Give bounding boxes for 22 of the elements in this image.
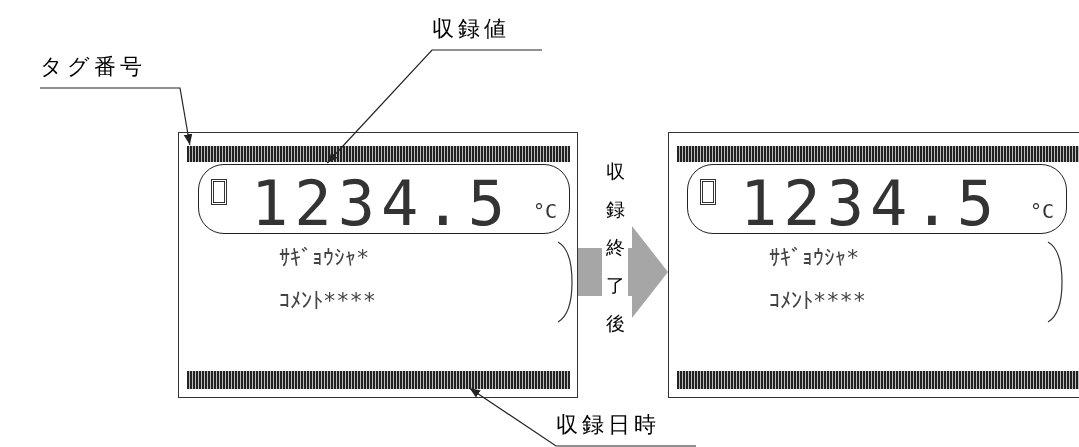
dot-matrix-bar	[187, 146, 570, 162]
unit-text: °C	[1029, 199, 1054, 223]
value-display	[198, 164, 570, 234]
leader-line	[326, 49, 543, 164]
value-display	[687, 164, 1067, 234]
dot-matrix-bar	[187, 371, 570, 389]
unit-text: °C	[532, 199, 557, 223]
leader-line	[39, 87, 193, 146]
leader-line	[468, 387, 697, 447]
comment-text: ｺﾒﾝﾄ****	[769, 288, 866, 313]
screen-panel	[668, 132, 1079, 398]
dot-matrix-bar	[677, 371, 1079, 389]
callout-text: タグ番号	[40, 52, 180, 86]
value-text: 1234.5	[251, 167, 511, 240]
operator-text: ｻｷﾞｮｳｼｬ*	[279, 245, 370, 270]
callout-text: 収録値	[432, 14, 542, 48]
callout-text: 収録日時	[556, 410, 696, 444]
value-text: 1234.5	[740, 167, 1000, 240]
dot-matrix-bar	[677, 146, 1079, 162]
operator-text: ｻｷﾞｮｳｼｬ*	[769, 245, 860, 270]
comment-text: ｺﾒﾝﾄ****	[279, 288, 376, 313]
screen-panel	[178, 132, 578, 398]
